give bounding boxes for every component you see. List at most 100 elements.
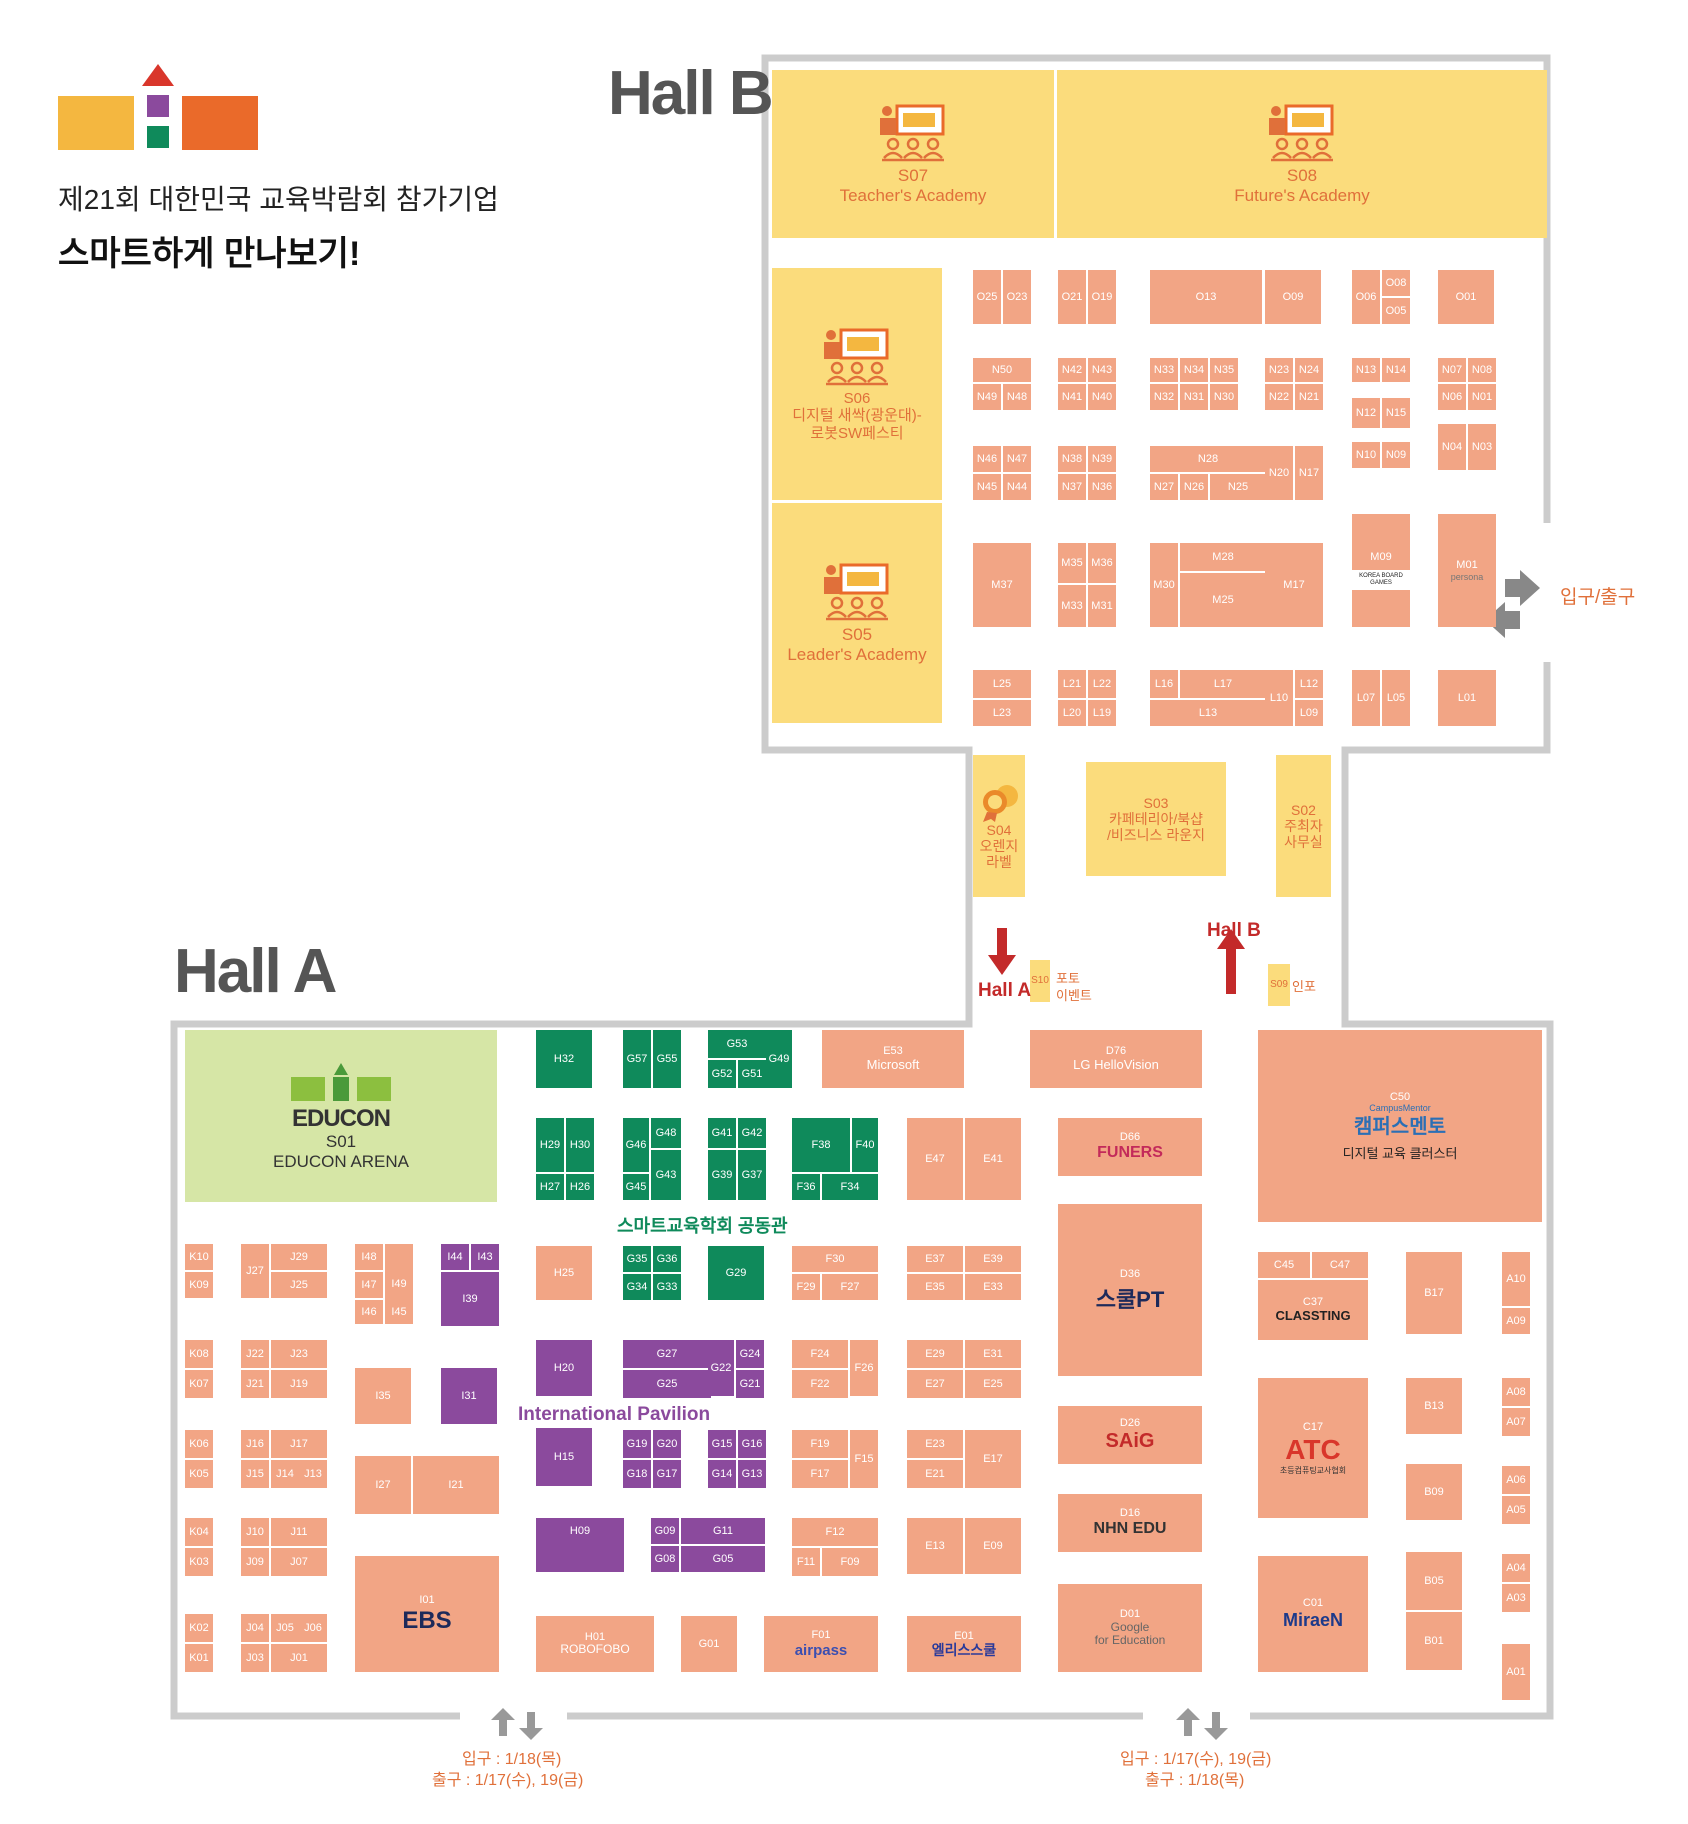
booth-m28[interactable]: M28	[1180, 543, 1266, 571]
booth-e33[interactable]: E33	[965, 1274, 1021, 1300]
booth-n07[interactable]: N07	[1438, 358, 1466, 382]
booth-n30[interactable]: N30	[1210, 384, 1238, 410]
booth-j16[interactable]: J16	[241, 1430, 269, 1458]
booth-g01[interactable]: G01	[681, 1616, 737, 1672]
booth-n38[interactable]: N38	[1058, 446, 1086, 472]
booth-g15[interactable]: G15	[708, 1430, 736, 1458]
booth-b09[interactable]: B09	[1406, 1464, 1462, 1520]
booth-j15[interactable]: J15	[241, 1460, 269, 1488]
booth-e31[interactable]: E31	[965, 1340, 1021, 1368]
booth-n33[interactable]: N33	[1150, 358, 1178, 382]
booth-g55[interactable]: G55	[653, 1030, 681, 1088]
booth-n32[interactable]: N32	[1150, 384, 1178, 410]
booth-l10[interactable]: L10	[1265, 670, 1293, 726]
booth-n17[interactable]: N17	[1295, 446, 1323, 500]
booth-l20[interactable]: L20	[1058, 700, 1086, 726]
booth-g17[interactable]: G17	[653, 1460, 681, 1488]
booth-k09[interactable]: K09	[185, 1272, 213, 1298]
booth-g48[interactable]: G48	[651, 1118, 681, 1148]
booth-l23[interactable]: L23	[973, 700, 1031, 726]
booth-g34[interactable]: G34	[623, 1274, 651, 1300]
booth-k04[interactable]: K04	[185, 1518, 213, 1546]
booth-o19[interactable]: O19	[1088, 270, 1116, 324]
booth-g42[interactable]: G42	[738, 1118, 766, 1148]
booth-l21[interactable]: L21	[1058, 670, 1086, 698]
booth-g46[interactable]: G46	[623, 1118, 649, 1172]
booth-a03[interactable]: A03	[1502, 1584, 1530, 1612]
booth-h30[interactable]: H30	[566, 1118, 594, 1172]
booth-g39[interactable]: G39	[708, 1150, 736, 1200]
booth-j10[interactable]: J10	[241, 1518, 269, 1546]
booth-g51[interactable]: G51	[738, 1060, 766, 1088]
booth-n31[interactable]: N31	[1180, 384, 1208, 410]
booth-m33[interactable]: M33	[1058, 585, 1086, 627]
booth-e39[interactable]: E39	[965, 1246, 1021, 1272]
booth-j27[interactable]: J27	[241, 1244, 269, 1298]
booth-j23[interactable]: J23	[271, 1340, 327, 1368]
booth-m30[interactable]: M30	[1150, 543, 1178, 627]
booth-e29[interactable]: E29	[907, 1340, 963, 1368]
booth-m37[interactable]: M37	[973, 543, 1031, 627]
booth-j05[interactable]: J05	[271, 1614, 299, 1642]
booth-f12[interactable]: F12	[792, 1518, 878, 1546]
booth-n14[interactable]: N14	[1382, 358, 1410, 382]
booth-j17[interactable]: J17	[271, 1430, 327, 1458]
booth-i48[interactable]: I48	[355, 1244, 383, 1270]
booth-a08[interactable]: A08	[1502, 1378, 1530, 1406]
booth-n48[interactable]: N48	[1003, 384, 1031, 410]
booth-i43[interactable]: I43	[471, 1244, 499, 1270]
booth-i45[interactable]: I45	[385, 1300, 413, 1324]
booth-i44[interactable]: I44	[441, 1244, 469, 1270]
booth-o21[interactable]: O21	[1058, 270, 1086, 324]
booth-i35[interactable]: I35	[355, 1368, 411, 1424]
booth-h29[interactable]: H29	[536, 1118, 564, 1172]
booth-o08[interactable]: O08	[1382, 270, 1410, 296]
booth-j25[interactable]: J25	[271, 1272, 327, 1298]
booth-m31[interactable]: M31	[1088, 585, 1116, 627]
booth-e25[interactable]: E25	[965, 1370, 1021, 1398]
booth-g22[interactable]: G22	[708, 1340, 734, 1396]
booth-n39[interactable]: N39	[1088, 446, 1116, 472]
booth-f09[interactable]: F09	[822, 1548, 878, 1576]
booth-f24[interactable]: F24	[792, 1340, 848, 1368]
booth-i27[interactable]: I27	[355, 1456, 411, 1514]
booth-b17[interactable]: B17	[1406, 1252, 1462, 1334]
booth-a05[interactable]: A05	[1502, 1496, 1530, 1524]
booth-e27[interactable]: E27	[907, 1370, 963, 1398]
booth-f40[interactable]: F40	[852, 1118, 878, 1172]
booth-g36[interactable]: G36	[653, 1246, 681, 1272]
booth-n01[interactable]: N01	[1468, 384, 1496, 410]
booth-g53[interactable]: G53	[708, 1030, 766, 1058]
booth-f26[interactable]: F26	[850, 1340, 878, 1396]
booth-n15[interactable]: N15	[1382, 398, 1410, 428]
booth-f22[interactable]: F22	[792, 1370, 848, 1398]
booth-h25[interactable]: H25	[536, 1246, 592, 1300]
booth-n28[interactable]: N28	[1150, 446, 1266, 472]
booth-l22[interactable]: L22	[1088, 670, 1116, 698]
booth-i47[interactable]: I47	[355, 1272, 383, 1298]
booth-g43[interactable]: G43	[651, 1150, 681, 1200]
booth-g13[interactable]: G13	[738, 1460, 766, 1488]
booth-g05[interactable]: G05	[681, 1546, 765, 1572]
booth-b13[interactable]: B13	[1406, 1378, 1462, 1434]
booth-f36[interactable]: F36	[792, 1174, 820, 1200]
booth-h26[interactable]: H26	[566, 1174, 594, 1200]
booth-o23[interactable]: O23	[1003, 270, 1031, 324]
booth-g45[interactable]: G45	[623, 1174, 649, 1200]
booth-j03[interactable]: J03	[241, 1644, 269, 1672]
booth-n36[interactable]: N36	[1088, 474, 1116, 500]
booth-n26[interactable]: N26	[1180, 474, 1208, 500]
booth-k01[interactable]: K01	[185, 1644, 213, 1672]
booth-e41[interactable]: E41	[965, 1118, 1021, 1200]
booth-n08[interactable]: N08	[1468, 358, 1496, 382]
booth-g25[interactable]: G25	[623, 1370, 711, 1398]
booth-o06[interactable]: O06	[1352, 270, 1380, 324]
booth-n50[interactable]: N50	[973, 358, 1031, 382]
